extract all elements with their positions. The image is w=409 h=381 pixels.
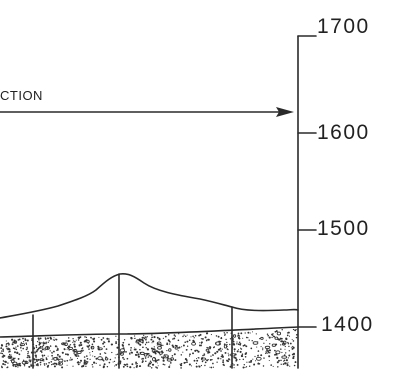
tick-label-1600: 1600 — [317, 121, 370, 144]
gravel-layer-stipple — [0, 328, 298, 369]
bedrock-boundary-line — [0, 326, 299, 338]
tick-label-1400: 1400 — [321, 313, 374, 336]
direction-arrowhead — [276, 107, 294, 117]
direction-label: CTION — [0, 88, 43, 103]
tick-label-1700: 1700 — [317, 15, 370, 38]
tick-label-1500: 1500 — [317, 217, 370, 240]
ground-surface-profile — [0, 273, 299, 319]
